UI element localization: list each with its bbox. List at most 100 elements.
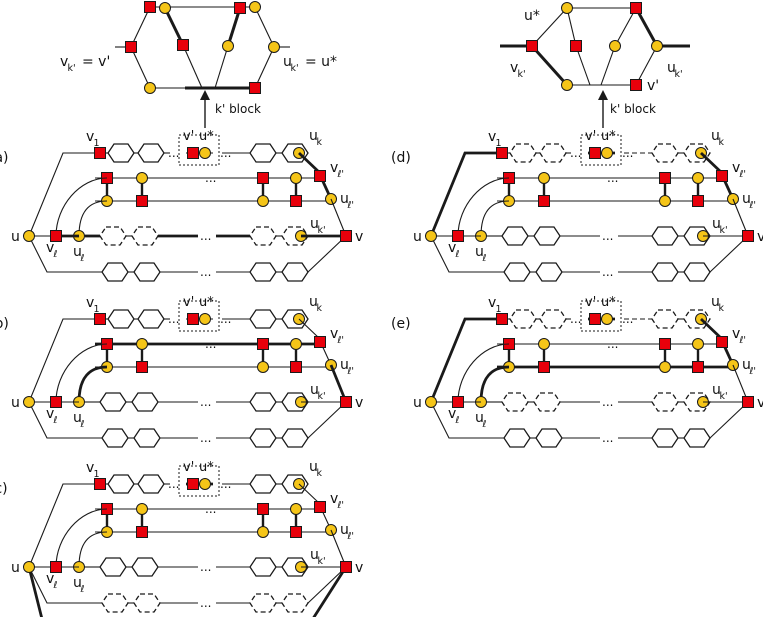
- edge-u-v1: [28, 318, 100, 403]
- ul-label: u: [475, 410, 484, 426]
- uk-label: u: [711, 294, 720, 310]
- vprime-label: v': [585, 295, 596, 310]
- ukprime-label: u: [310, 216, 319, 232]
- panels: (a)...............uvv1ukvℓ'uℓ'uk'vℓuℓv'u…: [0, 128, 763, 617]
- ellipsis: ...: [168, 146, 179, 160]
- arrow-head: [598, 90, 608, 100]
- edge: [307, 566, 347, 604]
- circle-vertex: [659, 361, 671, 373]
- ul-label-sub: ℓ: [483, 419, 487, 430]
- u-label: u: [11, 229, 20, 245]
- vl-label: v: [46, 571, 54, 587]
- ustar-label: u*: [199, 460, 214, 475]
- edge: [330, 529, 347, 568]
- u-kprime-label: u: [667, 60, 676, 76]
- edge-u-row5: [28, 235, 102, 273]
- ul-label: u: [73, 244, 82, 260]
- ellipsis: ...: [602, 265, 613, 279]
- edge: [298, 318, 321, 340]
- block-row5-4: [683, 428, 711, 448]
- square-vertex: [136, 526, 148, 538]
- circle-vertex: [268, 41, 280, 53]
- square-vertex: [136, 361, 148, 373]
- ulprime-label: u: [340, 522, 349, 538]
- edge: [254, 46, 275, 89]
- vlprime-label-sub: ℓ': [338, 169, 345, 180]
- vl-square: [50, 561, 62, 573]
- ellipsis: ...: [205, 502, 216, 516]
- edge-u-row5: [28, 566, 102, 604]
- edge-u-v1: [429, 317, 502, 403]
- edge: [634, 7, 659, 47]
- ellipsis: ...: [200, 431, 211, 445]
- vlprime-square: [716, 336, 728, 348]
- ukprime-label: u: [712, 216, 721, 232]
- v1-square: [94, 478, 106, 490]
- dotted-box-kprime: [178, 300, 220, 332]
- u-label: u: [11, 560, 20, 576]
- ulprime-label: u: [742, 191, 751, 207]
- ustar-label: u*: [199, 129, 214, 144]
- block-row1-3: [651, 309, 679, 329]
- u-label: u: [413, 229, 422, 245]
- curve-vl-row2: [457, 177, 510, 237]
- ul-label: u: [475, 244, 484, 260]
- dotted-box-kprime: [178, 134, 220, 166]
- curve-vl-row2: [55, 508, 108, 568]
- edge: [298, 483, 321, 505]
- square-vertex: [692, 361, 704, 373]
- block-row5-4: [281, 428, 309, 448]
- ellipsis: ...: [602, 431, 613, 445]
- v-square: [340, 561, 352, 573]
- square-vertex: [290, 526, 302, 538]
- v-kprime-label: v: [60, 54, 68, 70]
- circle-vertex: [651, 40, 663, 52]
- vl-label-sub: ℓ: [54, 415, 58, 426]
- vprime-label: v': [183, 460, 194, 475]
- vprime-square: [187, 478, 199, 490]
- edge: [130, 46, 151, 89]
- edge: [226, 7, 242, 47]
- ellipsis: ...: [607, 337, 618, 351]
- vl-label-sub: ℓ: [456, 249, 460, 260]
- v1-square: [496, 313, 508, 325]
- dotted-box-kprime: [178, 465, 220, 497]
- v-square: [340, 396, 352, 408]
- square-vertex: [538, 195, 550, 207]
- v-kprime-label-sub: k': [518, 69, 526, 80]
- edge: [614, 7, 637, 47]
- block-row1-2: [539, 143, 567, 163]
- ustar-circle: [601, 147, 613, 159]
- k-prime-block-label: k' block: [610, 102, 656, 116]
- block-row5-3: [249, 593, 277, 613]
- uk-label: u: [309, 128, 318, 144]
- block-row4-1: [99, 557, 127, 577]
- ukprime-label-sub: k': [720, 391, 728, 402]
- vl-label: v: [448, 240, 456, 256]
- v-prime-label: v': [647, 78, 659, 94]
- ellipsis: ...: [602, 229, 613, 243]
- circle-vertex: [538, 172, 550, 184]
- circle-vertex: [692, 338, 704, 350]
- ukprime-label-sub: k': [720, 225, 728, 236]
- v1-label-sub: 1: [94, 138, 100, 149]
- vlprime-label: v: [732, 160, 740, 176]
- curve-vl-row2: [55, 343, 108, 403]
- ellipsis: ...: [205, 171, 216, 185]
- block-row1-3: [249, 474, 277, 494]
- block-row5-4: [683, 262, 711, 282]
- block-row1-3: [651, 143, 679, 163]
- block-row5-3: [651, 428, 679, 448]
- square-vertex: [249, 82, 261, 94]
- ellipsis: ...: [607, 171, 618, 185]
- v-prime-eq-label: = v': [82, 54, 110, 70]
- uk-label-sub: k: [719, 137, 725, 148]
- v1-square: [94, 147, 106, 159]
- vlprime-label: v: [330, 491, 338, 507]
- square-vertex: [257, 338, 269, 350]
- square-vertex: [630, 2, 642, 14]
